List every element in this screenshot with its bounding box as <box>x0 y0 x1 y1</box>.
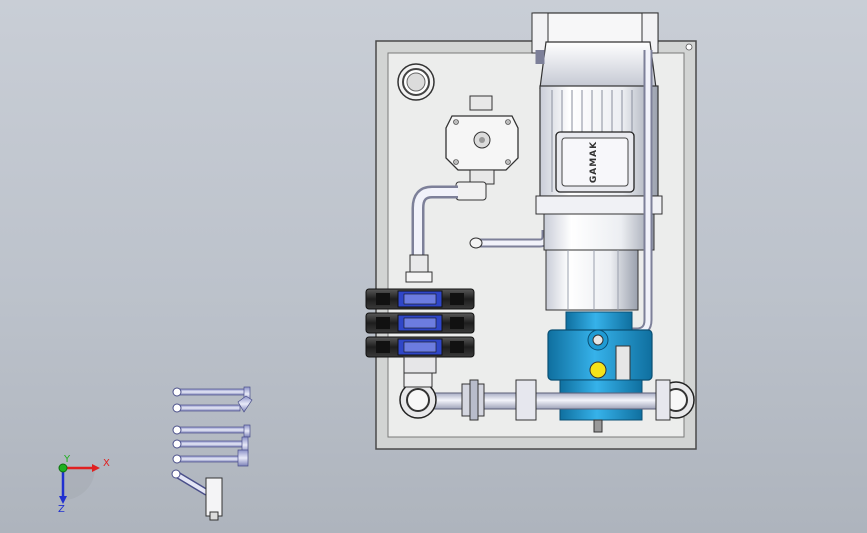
z-axis-label: Z <box>58 504 65 515</box>
rod-4[interactable] <box>172 436 249 454</box>
rod-1[interactable] <box>172 386 251 402</box>
filler-cap[interactable] <box>397 63 435 101</box>
directional-valve-3[interactable] <box>365 336 475 358</box>
rod-3[interactable] <box>172 424 251 438</box>
directional-valve-2[interactable] <box>365 312 475 334</box>
motor-brand-label: GAMAK <box>589 141 599 183</box>
rod-2[interactable] <box>172 395 253 413</box>
electric-motor[interactable]: GAMAK <box>531 12 663 311</box>
angled-fitting[interactable] <box>171 469 223 521</box>
loose-parts[interactable] <box>171 386 253 521</box>
manifold-pipe[interactable] <box>399 372 695 421</box>
coordinate-triad[interactable] <box>58 463 100 504</box>
valve-stack[interactable] <box>365 288 475 374</box>
y-axis-dot <box>58 463 68 473</box>
x-axis-label: X <box>103 458 110 469</box>
y-axis-label: Y <box>64 454 71 465</box>
pressure-filter[interactable] <box>445 95 519 201</box>
directional-valve-1[interactable] <box>365 288 475 310</box>
hydraulic-pump[interactable] <box>547 311 653 433</box>
supply-pipe[interactable] <box>405 185 458 283</box>
rod-5[interactable] <box>172 449 249 467</box>
